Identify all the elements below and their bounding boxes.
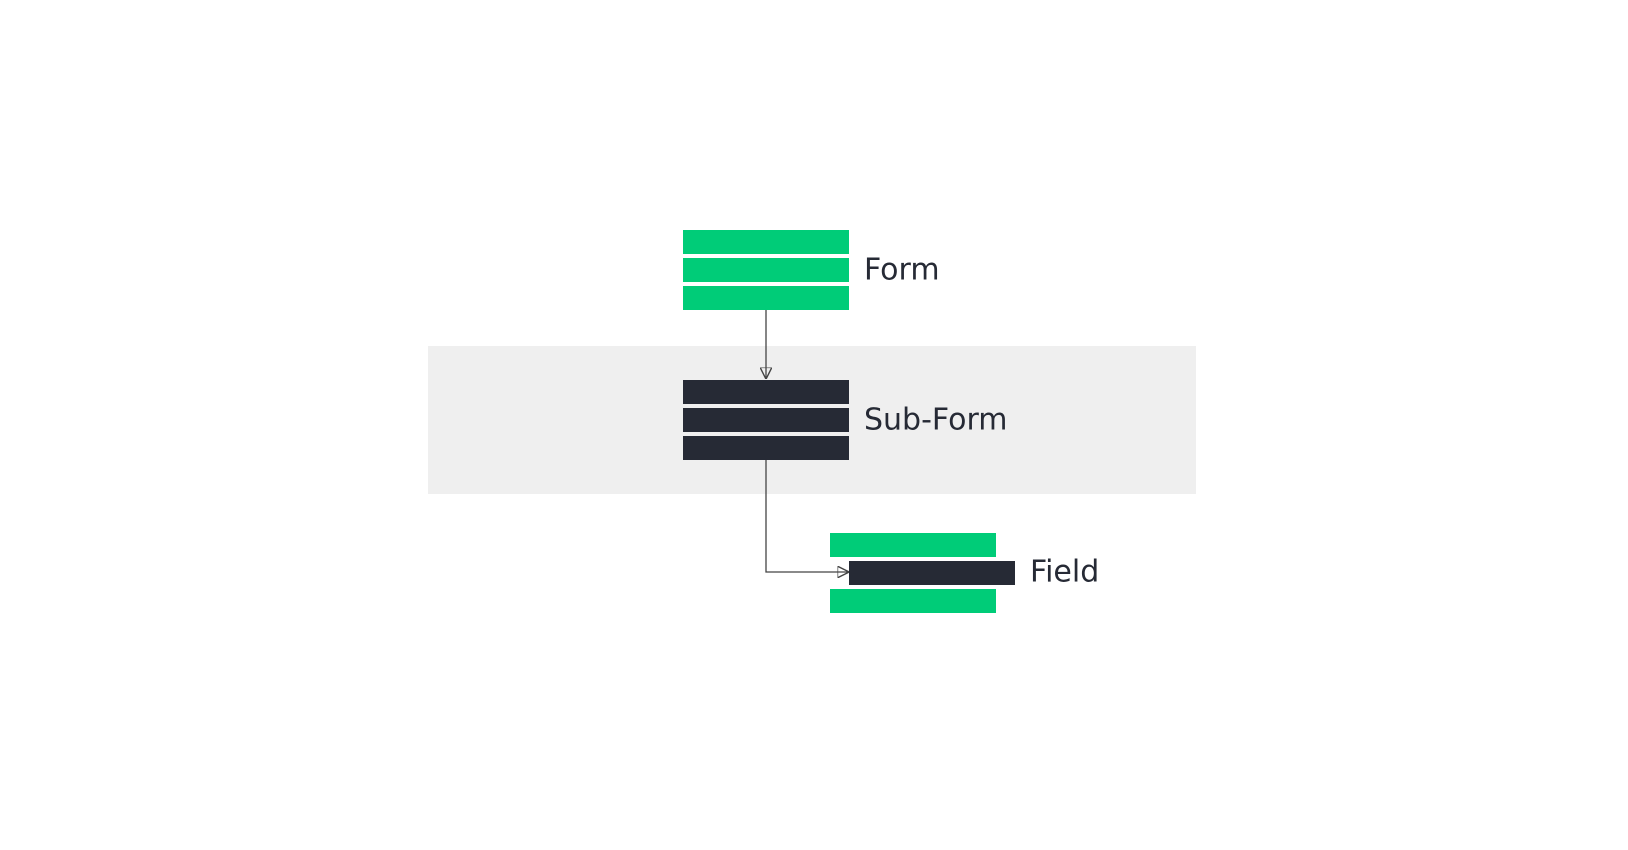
form-stack-icon [683, 230, 849, 310]
subform-bar-1 [683, 380, 849, 404]
field-bar-top [830, 533, 996, 557]
field-stack-icon [830, 533, 1015, 613]
field-label: Field [1030, 555, 1099, 590]
field-bar-bottom [830, 589, 996, 613]
form-label: Form [864, 253, 940, 288]
subform-to-field-connector [765, 460, 848, 572]
subform-label: Sub-Form [864, 403, 1008, 438]
subform-bar-2 [683, 408, 849, 432]
field-bar-highlighted [849, 561, 1015, 585]
form-bar-2 [683, 258, 849, 282]
form-bar-1 [683, 230, 849, 254]
subform-bar-3 [683, 436, 849, 460]
form-bar-3 [683, 286, 849, 310]
subform-stack-icon [683, 380, 849, 460]
